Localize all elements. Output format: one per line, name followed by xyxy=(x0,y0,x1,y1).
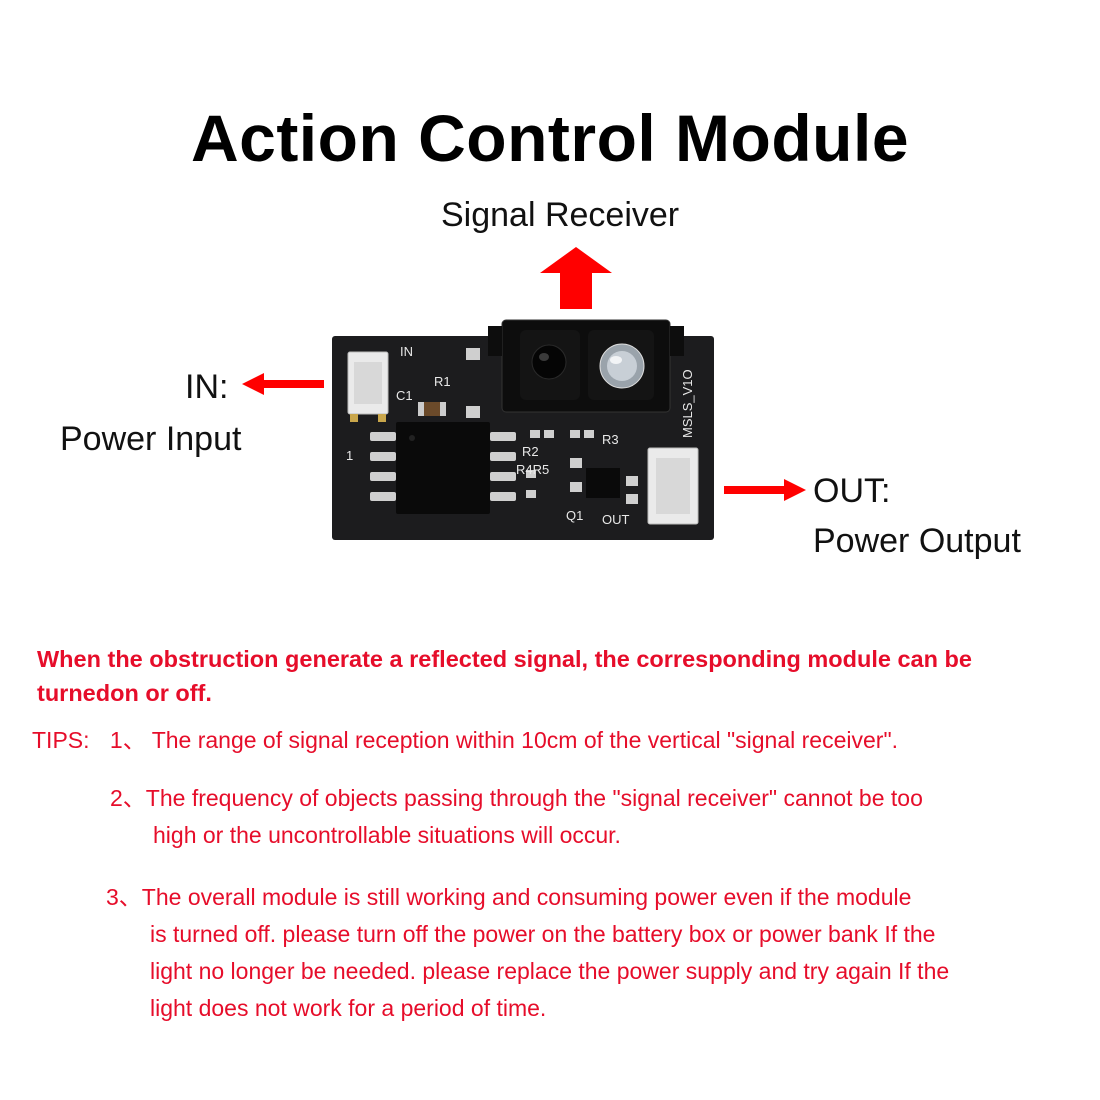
arrow-left-icon xyxy=(242,373,324,395)
silk-r1: R1 xyxy=(434,374,451,389)
signal-receiver-label: Signal Receiver xyxy=(441,196,680,234)
silk-r4r5: R4R5 xyxy=(516,462,549,477)
silk-r2: R2 xyxy=(522,444,539,459)
silk-out: OUT xyxy=(602,512,630,527)
power-output-label: Power Output xyxy=(813,522,1021,560)
tip-text-line: The range of signal reception within 10c… xyxy=(151,727,898,753)
silk-c1: C1 xyxy=(396,388,413,403)
tip-text-line: The overall module is still working and … xyxy=(141,884,912,910)
out-label: OUT: xyxy=(813,472,891,510)
power-input-label: Power Input xyxy=(60,420,242,458)
silk-pin1: 1 xyxy=(346,448,353,463)
silk-r3: R3 xyxy=(602,432,619,447)
silk-in: IN xyxy=(400,344,413,359)
in-label: IN: xyxy=(185,368,229,406)
tip-text-line: The frequency of objects passing through… xyxy=(145,785,923,811)
tips-prefix: TIPS: xyxy=(32,727,90,753)
tip-text-line: is turned off. please turn off the power… xyxy=(150,921,936,947)
page-title: Action Control Module xyxy=(190,101,910,175)
tip-number: 1、 xyxy=(109,727,146,753)
tip-number: 2、 xyxy=(110,785,146,811)
tip-item-2: 2、The frequency of objects passing throu… xyxy=(110,780,923,854)
silk-q1: Q1 xyxy=(566,508,583,523)
arrow-right-icon xyxy=(724,479,806,501)
tip-text-line: light no longer be needed. please replac… xyxy=(150,958,950,984)
silk-version: MSLS_V1O xyxy=(680,369,695,438)
tip-text-line: light does not work for a period of time… xyxy=(150,995,547,1021)
tip-number: 3、 xyxy=(106,884,142,910)
description-text: When the obstruction generate a reflecte… xyxy=(37,646,972,706)
tip-item-3: 3、The overall module is still working an… xyxy=(106,879,949,1027)
arrow-up-icon xyxy=(540,247,612,309)
tip-text-line: high or the uncontrollable situations wi… xyxy=(153,822,621,848)
tip-item-1: TIPS: 1、 The range of signal reception w… xyxy=(32,722,898,759)
pcb-module-image: IN R1 C1 R2 R3 R4R5 Q1 OUT 1 MSLS_V1O xyxy=(332,319,714,540)
